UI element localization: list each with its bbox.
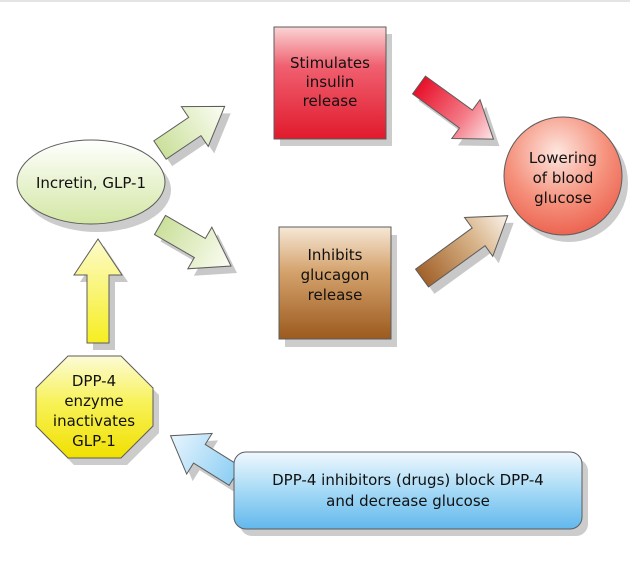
- inhibitors-node: DPP-4 inhibitors (drugs) block DPP-4 and…: [233, 451, 588, 536]
- dpp4-label-4: GLP-1: [72, 432, 116, 450]
- arrow-incretin-to-insulin: [153, 105, 231, 167]
- dpp4-label-1: DPP-4: [72, 372, 116, 390]
- insulin-node: Stimulates insulin release: [273, 26, 392, 146]
- incretin-node: Incretin, GLP-1: [16, 139, 171, 232]
- dpp4-label-2: enzyme: [64, 392, 123, 410]
- arrow-insulin-to-lowering: [411, 75, 500, 147]
- glucagon-label-3: release: [308, 286, 363, 304]
- inhibitors-label-1: DPP-4 inhibitors (drugs) block DPP-4: [272, 471, 544, 489]
- lowering-label-1: Lowering: [529, 149, 597, 167]
- dpp4-label-3: inactivates: [53, 412, 135, 430]
- insulin-label-1: Stimulates: [290, 54, 370, 72]
- lowering-label-2: of blood: [533, 169, 594, 187]
- insulin-label-3: release: [303, 92, 358, 110]
- inhibitors-label-2: and decrease glucose: [326, 492, 490, 510]
- lowering-label-3: glucose: [534, 189, 592, 207]
- lowering-node: Lowering of blood glucose: [503, 116, 628, 242]
- arrow-incretin-to-glucagon: [153, 214, 238, 276]
- arrow-glucagon-to-lowering: [414, 215, 514, 294]
- dpp4-node: DPP-4 enzyme inactivates GLP-1: [35, 355, 159, 465]
- incretin-label-1: Incretin, GLP-1: [36, 174, 146, 192]
- glucagon-node: Inhibits glucagon release: [278, 226, 397, 347]
- glucagon-label-1: Inhibits: [308, 246, 363, 264]
- glucagon-label-2: glucagon: [301, 266, 370, 284]
- insulin-label-2: insulin: [306, 73, 355, 91]
- arrow-dpp4-to-incretin: [73, 238, 128, 350]
